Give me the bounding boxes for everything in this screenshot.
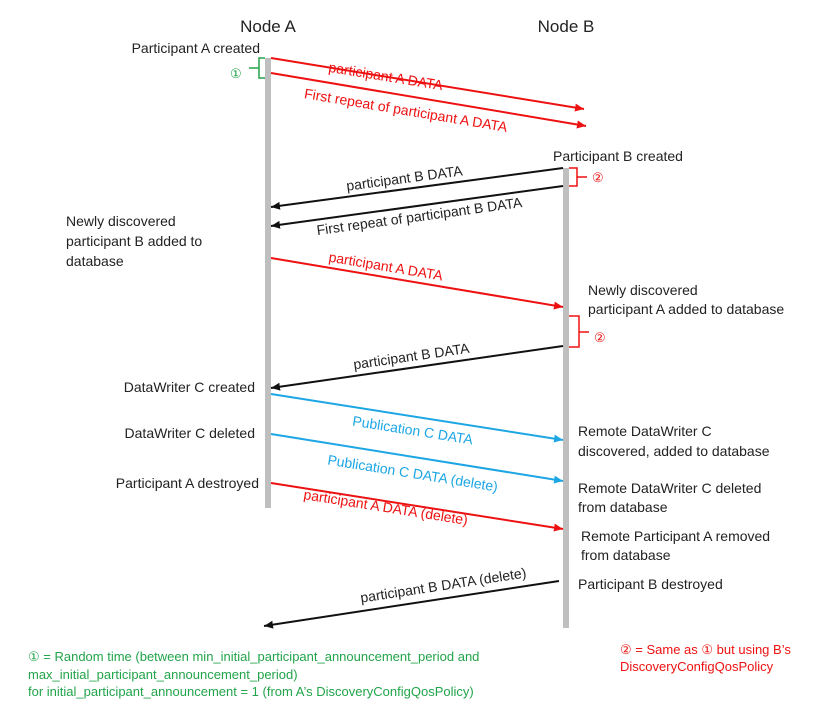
event-newly-discovered-a-line2: participant A added to database — [588, 301, 784, 317]
event-participant-a-destroyed: Participant A destroyed — [116, 475, 259, 491]
marker-one: ① — [230, 66, 242, 81]
event-newly-discovered-b-line3: database — [66, 253, 124, 269]
message-label-m9: participant A DATA (delete) — [303, 486, 469, 528]
node-b-lifeline — [563, 168, 569, 628]
event-participant-b-created: Participant B created — [553, 148, 683, 164]
message-label-m1: participant A DATA — [328, 59, 445, 93]
event-datawriter-c-created: DataWriter C created — [124, 379, 255, 395]
message-label-m8: Publication C DATA (delete) — [326, 452, 499, 495]
brace-two-middle — [569, 315, 580, 348]
event-remote-dw-c-discovered-line1: Remote DataWriter C — [578, 423, 712, 439]
message-participant-a-data-2: participant A DATA — [270, 249, 564, 310]
message-participant-b-data-2: participant B DATA — [270, 340, 564, 391]
legend-one-line2: max_initial_participant_announcement_per… — [28, 667, 298, 682]
legend-two: ② = Same as ① but using B’s DiscoveryCon… — [620, 642, 791, 674]
event-remote-dw-c-deleted-line2: from database — [578, 499, 668, 515]
marker-two-middle: ② — [594, 330, 606, 345]
event-participant-b-destroyed: Participant B destroyed — [578, 576, 723, 592]
message-first-repeat-participant-b: First repeat of participant B DATA — [270, 185, 564, 238]
legend-one: ① = Random time (between min_initial_par… — [28, 649, 479, 699]
node-a-lifeline — [265, 58, 271, 508]
message-publication-c-data-delete: Publication C DATA (delete) — [270, 433, 564, 495]
event-newly-discovered-b-line1: Newly discovered — [66, 213, 176, 229]
node-b-header: Node B — [538, 17, 595, 36]
event-remote-participant-a-removed-line1: Remote Participant A removed — [581, 528, 770, 544]
message-participant-a-data-delete: participant A DATA (delete) — [270, 482, 564, 532]
message-participant-b-data-delete: participant B DATA (delete) — [263, 564, 560, 629]
legend-two-line2: DiscoveryConfigQosPolicy — [620, 659, 774, 674]
node-a-header: Node A — [240, 17, 296, 36]
brace-two-top — [569, 167, 578, 187]
event-remote-dw-c-deleted-line1: Remote DataWriter C deleted — [578, 480, 761, 496]
message-label-m5: participant A DATA — [328, 249, 445, 284]
marker-two-top: ② — [592, 170, 604, 185]
event-newly-discovered-b-line2: participant B added to — [66, 233, 202, 249]
event-newly-discovered-a-line1: Newly discovered — [588, 282, 698, 298]
event-datawriter-c-deleted: DataWriter C deleted — [125, 425, 255, 441]
event-participant-a-created: Participant A created — [132, 40, 260, 56]
legend-one-line3: for initial_participant_announcement = 1… — [28, 684, 474, 699]
legend-one-line1: ① = Random time (between min_initial_par… — [28, 649, 479, 664]
event-remote-dw-c-discovered-line2: discovered, added to database — [578, 443, 770, 459]
message-label-m7: Publication C DATA — [351, 413, 474, 448]
message-publication-c-data: Publication C DATA — [270, 393, 564, 448]
event-remote-participant-a-removed-line2: from database — [581, 547, 671, 563]
brace-one — [258, 57, 265, 79]
legend-two-line1: ② = Same as ① but using B’s — [620, 642, 791, 657]
